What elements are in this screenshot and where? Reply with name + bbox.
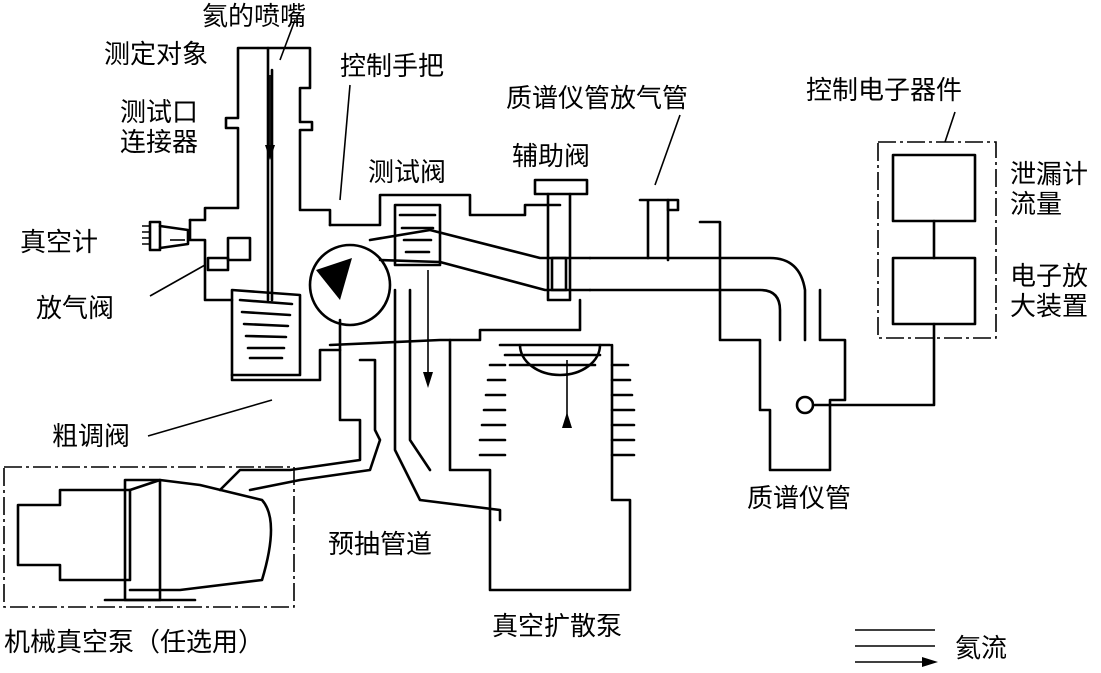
label-control-handle: 控制手把	[340, 52, 445, 82]
label-leak-flow: 泄漏计 流量	[1010, 160, 1089, 220]
label-ms-vent-tube: 质谱仪管放气管	[506, 84, 689, 114]
label-aux-valve: 辅助阀	[512, 142, 591, 172]
label-control-electronics: 控制电子器件	[806, 76, 963, 106]
test-object-column	[188, 46, 332, 302]
label-test-port-connector: 测试口 连接器	[120, 98, 199, 158]
label-mass-spec-tube: 质谱仪管	[747, 484, 852, 514]
label-roughing-line: 预抽管道	[328, 530, 433, 560]
diffusion-pump	[448, 338, 636, 592]
label-helium-nozzle: 氦的喷嘴	[202, 2, 307, 32]
control-handle-wheel	[308, 243, 392, 327]
leader-lines	[147, 19, 956, 437]
mass-spectrometer	[588, 198, 847, 472]
vent-valve-body	[206, 236, 252, 272]
label-coarse-valve: 粗调阀	[52, 422, 131, 452]
label-vent-valve: 放气阀	[36, 294, 115, 324]
label-test-valve: 测试阀	[368, 158, 447, 188]
label-diffusion-pump: 真空扩散泵	[492, 612, 623, 642]
legend-symbol	[855, 629, 938, 667]
vacuum-gauge	[142, 220, 190, 252]
label-test-object: 测定对象	[104, 40, 209, 70]
aux-valve	[533, 178, 589, 302]
label-mechanical-pump: 机械真空泵（任选用）	[4, 628, 265, 658]
label-amplifier: 电子放 大装置	[1010, 262, 1089, 322]
legend-helium-flow: 氦流	[955, 634, 1008, 664]
control-electronics	[813, 141, 997, 407]
mechanical-pump	[3, 466, 295, 608]
roughing-line	[218, 288, 502, 522]
label-vacuum-gauge: 真空计	[20, 228, 99, 258]
coarse-valve	[230, 288, 342, 382]
test-valve-bellows	[393, 203, 442, 267]
helium-flow-arrows	[265, 75, 572, 428]
